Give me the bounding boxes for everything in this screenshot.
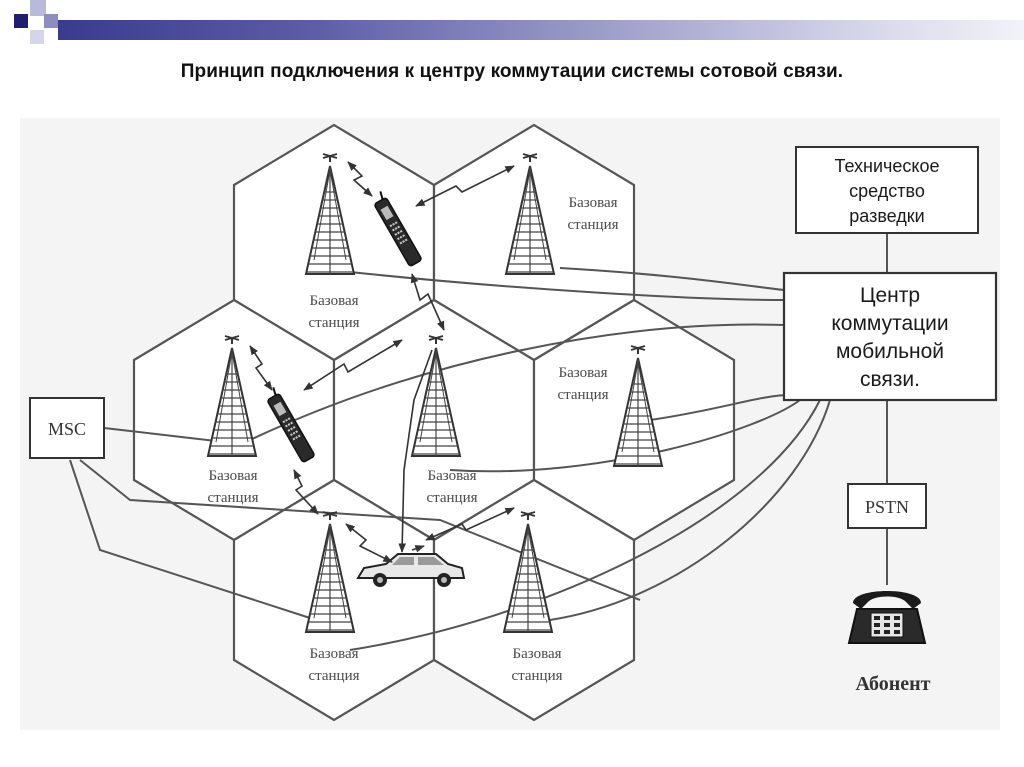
link-msc-to-bottom-right xyxy=(79,459,641,601)
telephone-icon xyxy=(847,591,927,644)
radio-link xyxy=(411,545,425,553)
cell-label-line-2: станция xyxy=(511,668,562,684)
radio-link xyxy=(398,349,433,553)
radio-link xyxy=(347,161,373,197)
radio-link xyxy=(345,523,393,563)
cell-label-bottom-right: Базовая станция xyxy=(511,646,562,684)
msc-center-line-3: мобильной xyxy=(836,340,944,363)
cell-label-bottom-left: Базовая станция xyxy=(308,646,359,684)
recon-box: Техническое средство разведки xyxy=(795,146,979,234)
header-decor-square-mid xyxy=(44,14,58,28)
cell-label-line-1: Базовая xyxy=(558,365,607,381)
radio-link xyxy=(249,345,273,391)
cell-label-line-1: Базовая xyxy=(427,468,476,484)
recon-box-line-1: Техническое xyxy=(834,156,939,176)
mobile-switching-center-box: Центр коммутации мобильной связи. xyxy=(782,271,998,402)
cell-label-line-2: станция xyxy=(308,668,359,684)
car-icon xyxy=(356,553,466,587)
cell-label-top-right: Базовая станция xyxy=(567,195,618,233)
link-mid-left-to-center xyxy=(249,323,785,441)
msc-center-line-2: коммутации xyxy=(831,312,948,335)
recon-box-line-3: разведки xyxy=(849,206,924,226)
link-mid-right-to-center xyxy=(649,394,791,421)
cell-label-line-1: Базовая xyxy=(512,646,561,662)
header-decor-square-pale xyxy=(30,30,44,44)
recon-box-line-2: средство xyxy=(849,181,925,201)
header-gradient-bar xyxy=(58,20,1024,40)
radio-link xyxy=(415,165,515,207)
link-top-right-to-center xyxy=(559,267,785,291)
link-bottom-right-to-center xyxy=(549,399,831,621)
radio-link xyxy=(425,507,515,541)
cell-label-line-2: станция xyxy=(207,490,258,506)
cell-label-center: Базовая станция xyxy=(426,468,477,506)
cell-label-middle-left: Базовая станция xyxy=(207,468,258,506)
link-msc-to-bottom-left xyxy=(69,459,311,619)
msc-center-line-4: связи. xyxy=(860,368,920,391)
msc-box: MSC xyxy=(29,397,105,459)
link-center-to-center xyxy=(449,399,801,473)
subscriber-label: Абонент xyxy=(856,673,931,695)
pstn-label: PSTN xyxy=(865,497,909,517)
cell-label-line-1: Базовая xyxy=(568,195,617,211)
cell-label-line-2: станция xyxy=(567,217,618,233)
cell-label-middle-right: Базовая станция xyxy=(557,365,608,403)
cell-label-line-1: Базовая xyxy=(309,293,358,309)
radio-link xyxy=(293,469,319,515)
msc-label: MSC xyxy=(48,419,86,439)
msc-center-line-1: Центр xyxy=(860,284,920,307)
cell-label-top-left: Базовая станция xyxy=(308,293,359,331)
link-bottom-left-to-center xyxy=(349,399,821,651)
radio-link xyxy=(410,273,445,331)
pstn-box: PSTN xyxy=(847,483,927,529)
cell-label-line-1: Базовая xyxy=(309,646,358,662)
cell-label-line-1: Базовая xyxy=(208,468,257,484)
radio-link xyxy=(303,339,403,391)
header-decor-square-light xyxy=(30,0,46,16)
slide-title: Принцип подключения к центру коммутации … xyxy=(180,61,844,82)
cell-label-line-2: станция xyxy=(426,490,477,506)
cell-label-line-2: станция xyxy=(557,387,608,403)
header-decor-square-dark xyxy=(14,14,28,28)
cell-label-line-2: станция xyxy=(308,315,359,331)
